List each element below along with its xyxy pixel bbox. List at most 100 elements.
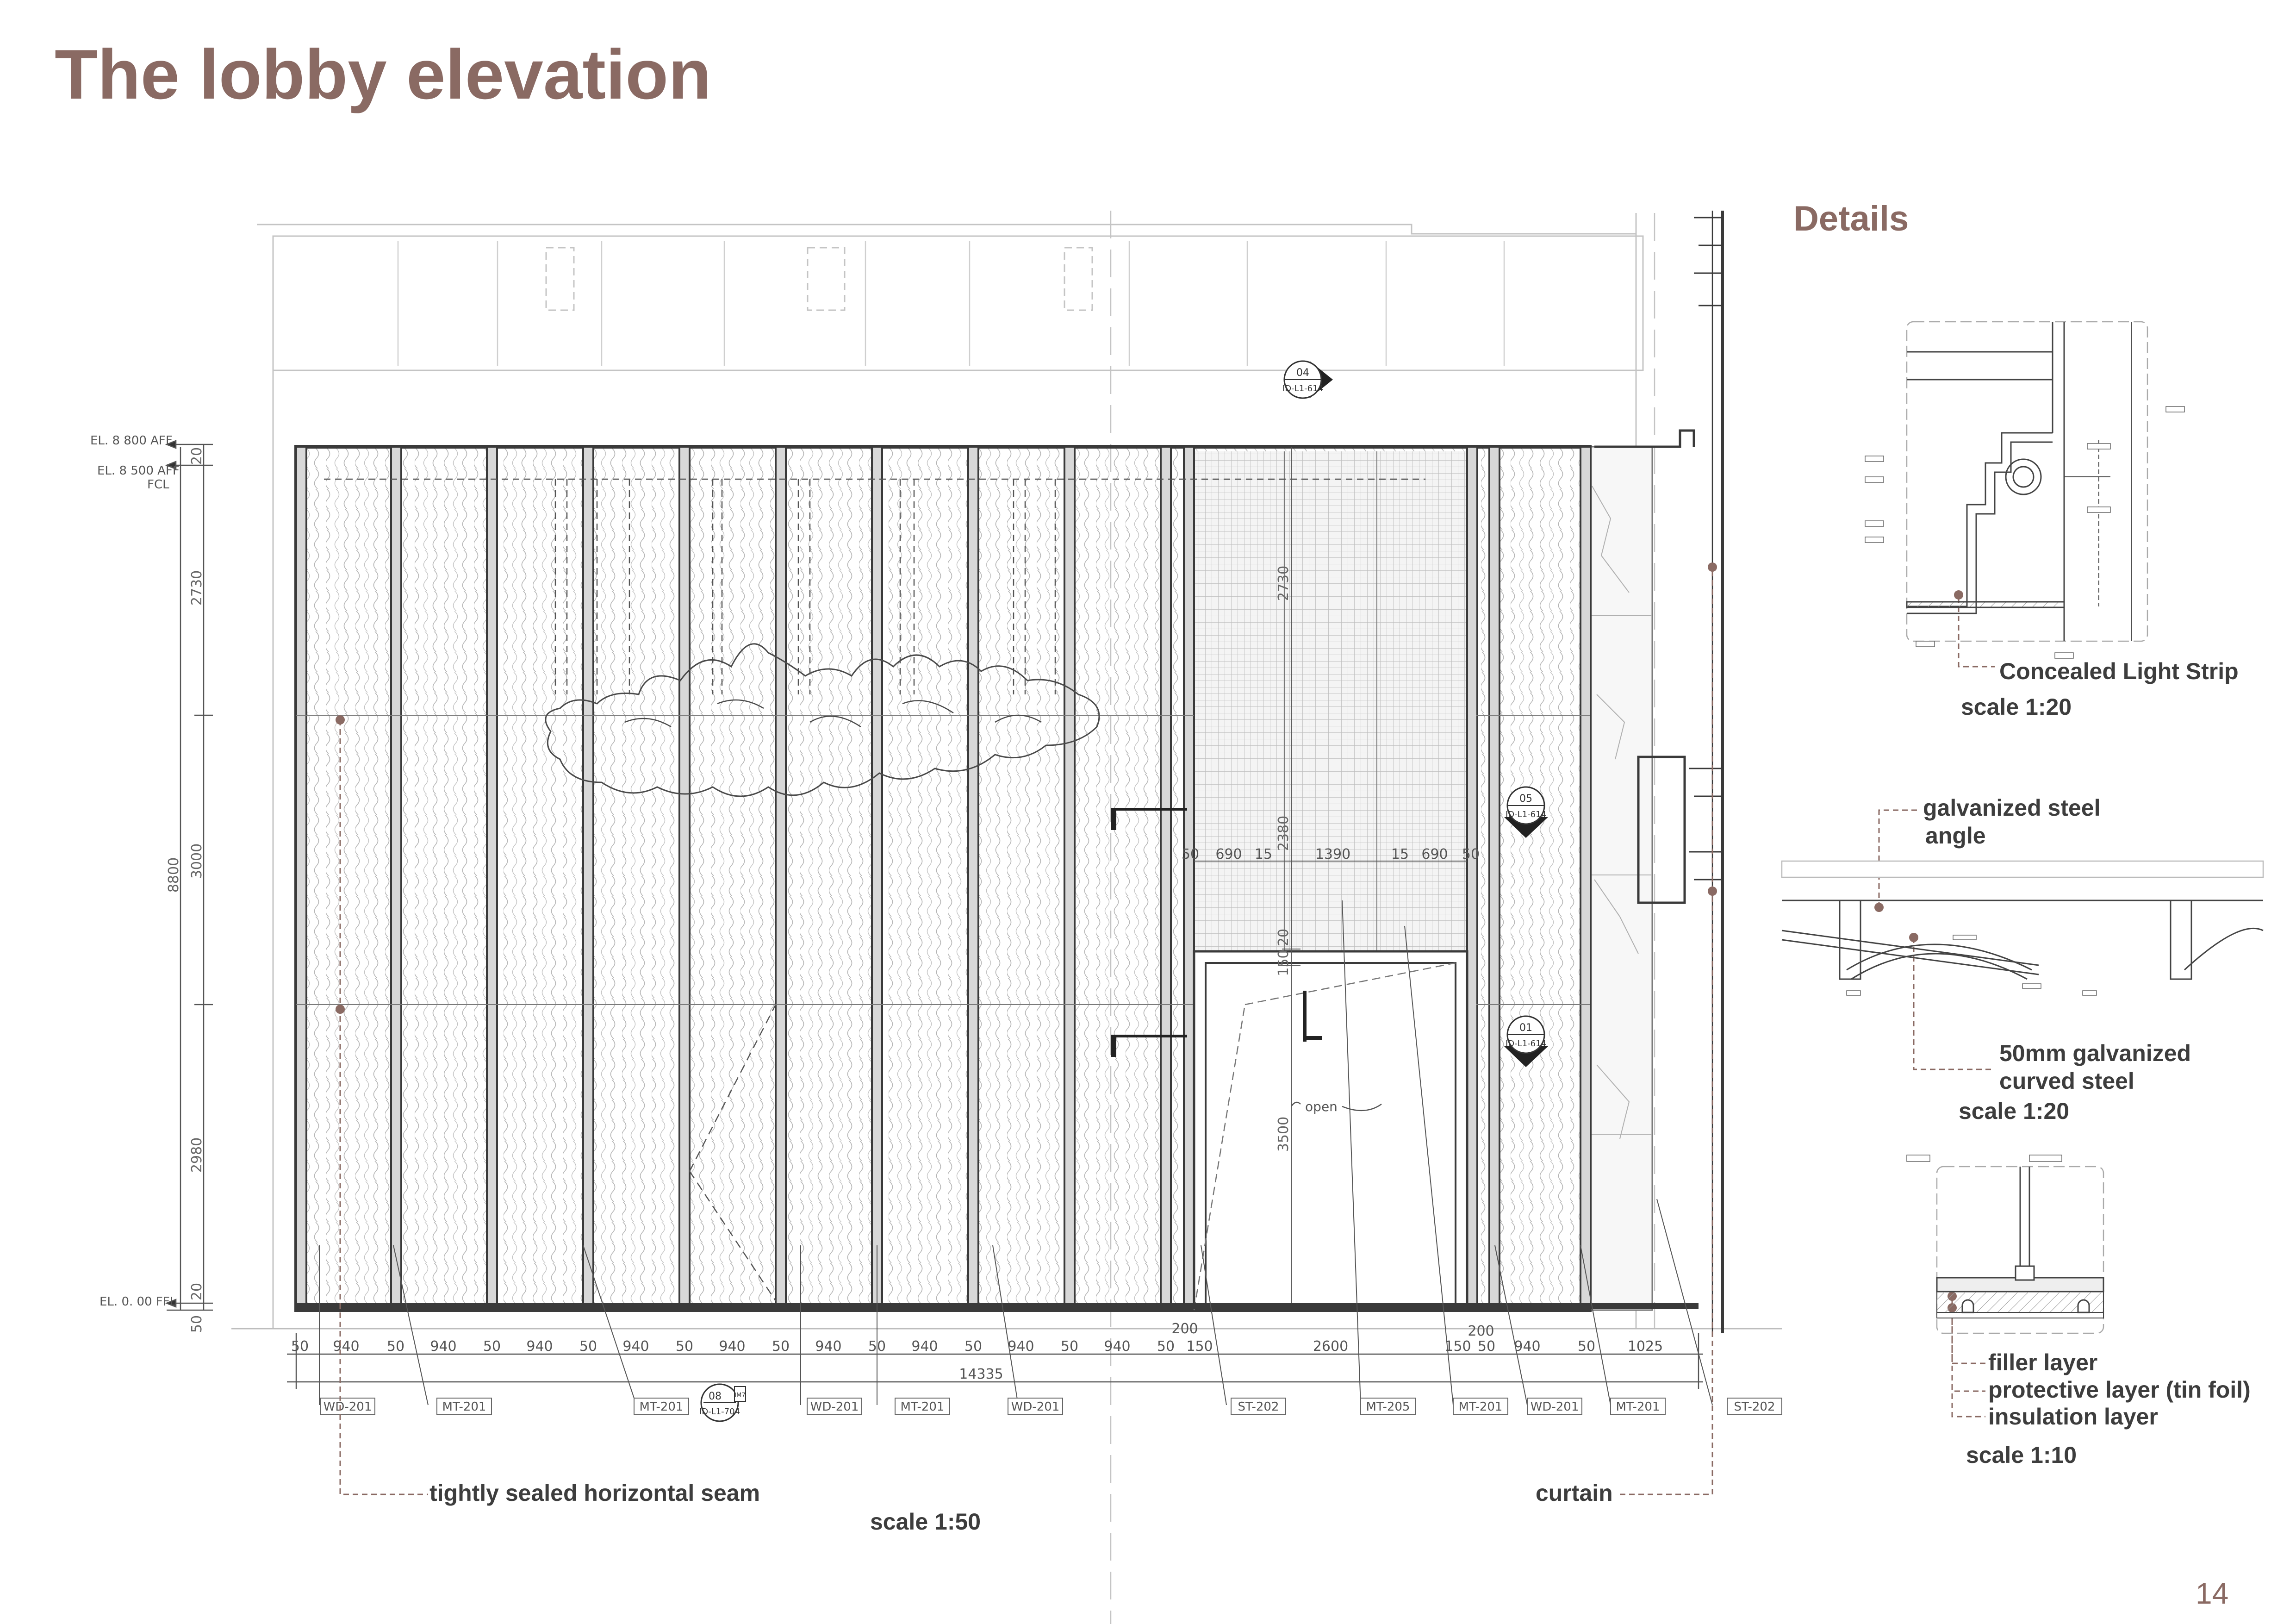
bottom-dim-22: 50 <box>1478 1338 1495 1355</box>
door-assembly: open <box>1193 950 1468 1312</box>
bottom-dim-6: 50 <box>579 1338 597 1355</box>
dim-left-3000: 3000 <box>189 843 205 879</box>
detail-1-label-light-strip: Concealed Light Strip <box>1999 658 2239 684</box>
dim-inner-150: 150 <box>1276 949 1292 976</box>
annotation-leaders <box>339 567 1995 1495</box>
section-marker-08: 08 IM7 ID-L1-704 <box>699 1383 746 1422</box>
material-tag-6: ST-202 <box>1238 1400 1279 1414</box>
door-dim-15-right: 15 <box>1391 846 1409 862</box>
detail-2-drawing <box>1781 860 2264 996</box>
door-dim-15-left: 15 <box>1255 846 1272 862</box>
level-label-ffl: EL. 0. 00 FFL <box>100 1295 177 1309</box>
floor-line <box>296 1303 1699 1309</box>
metal-strips <box>295 446 1592 1311</box>
door-dim-50-right: 50 <box>1462 846 1480 862</box>
detail-2-label-angle: angle <box>1925 823 1986 849</box>
detail-3-scale: scale 1:10 <box>1966 1442 2077 1468</box>
right-wall-section <box>1594 211 1724 1333</box>
level-label-aff-top: EL. 8 800 AFF <box>90 434 173 448</box>
section-marker-05: 05 ID-L1-614 <box>1504 786 1548 838</box>
detail-3-drawing <box>1906 1155 2104 1334</box>
bottom-dim-2: 50 <box>387 1338 404 1355</box>
bottom-dim-16: 50 <box>1061 1338 1078 1355</box>
material-tag-8: MT-201 <box>1459 1400 1503 1414</box>
stone-cladding <box>1589 446 1653 1311</box>
bottom-dim-4: 50 <box>483 1338 501 1355</box>
dim-left-2980: 2980 <box>189 1137 205 1173</box>
bottom-dim-7: 940 <box>622 1338 649 1355</box>
tree-canopy-detail <box>624 699 1042 728</box>
bottom-dim-13: 940 <box>911 1338 938 1355</box>
section-marker-05-ref: ID-L1-614 <box>1506 810 1546 819</box>
material-tag-7: MT-205 <box>1366 1400 1410 1414</box>
material-tag-3: WD-201 <box>810 1400 859 1414</box>
left-dimension-values: 20 2730 3000 2980 20 50 8800 <box>166 447 205 1333</box>
bottom-dim-11: 940 <box>815 1338 841 1355</box>
ceiling-panel-divisions <box>397 241 1505 366</box>
bottom-dim-1: 940 <box>333 1338 359 1355</box>
bottom-dim-3: 940 <box>430 1338 456 1355</box>
section-marker-04-ref: ID-L1-614 <box>1282 384 1323 394</box>
section-marker-08-ref: ID-L1-704 <box>699 1407 740 1417</box>
material-tag-0: WD-201 <box>324 1400 372 1414</box>
door-dim-50-left: 50 <box>1182 846 1199 862</box>
detail-3-label-filler-layer: filler layer <box>1988 1349 2098 1375</box>
material-tag-9: WD-201 <box>1531 1400 1579 1414</box>
mosaic-panel <box>1194 451 1467 951</box>
dim-inner-2730: 2730 <box>1276 566 1292 601</box>
left-level-labels: EL. 8 800 AFF EL. 8 500 AFF FCL EL. 0. 0… <box>90 434 180 1309</box>
annotation-curtain: curtain <box>1536 1480 1613 1506</box>
dim-inner-3500: 3500 <box>1276 1117 1292 1152</box>
section-marker-01: 01 ID-L1-614 <box>1504 1015 1548 1067</box>
left-dimension-lines <box>165 440 213 1311</box>
level-label-fcl: FCL <box>147 478 169 492</box>
elevation-scale: scale 1:50 <box>870 1509 981 1535</box>
detail-1-scale: scale 1:20 <box>1961 694 2072 720</box>
total-width-dim: 14335 <box>959 1366 1003 1382</box>
bottom-dim-23: 940 <box>1514 1338 1540 1355</box>
level-label-aff-fcl: EL. 8 500 AFF <box>97 464 180 478</box>
bottom-dim-200-left: 200 <box>1171 1321 1198 1337</box>
bottom-dim-25: 1025 <box>1628 1338 1663 1355</box>
door-dim-1390: 1390 <box>1315 846 1350 862</box>
material-tag-leaders <box>319 900 1713 1405</box>
bottom-dim-20: 2600 <box>1313 1338 1348 1355</box>
section-marker-08-side: IM7 <box>734 1392 745 1399</box>
hidden-door-outline <box>689 1004 777 1301</box>
bottom-dim-200-right: 200 <box>1468 1323 1494 1339</box>
bottom-dim-5: 940 <box>526 1338 553 1355</box>
stone-cladding-veins <box>1590 486 1652 1139</box>
page-title: The lobby elevation <box>55 35 711 114</box>
section-marker-08-number: 08 <box>709 1391 722 1402</box>
bottom-dimension-values: 50 940 50 940 50 940 50 940 50 940 50 94… <box>291 1321 1663 1382</box>
bottom-dim-14: 50 <box>964 1338 982 1355</box>
bottom-dim-9: 940 <box>719 1338 745 1355</box>
dim-inner-2380: 2380 <box>1276 816 1292 851</box>
detail-3-label-insulation-layer: insulation layer <box>1988 1404 2158 1430</box>
section-marker-04: 04 ID-L1-614 <box>1282 360 1333 399</box>
bottom-dim-19: 150 <box>1186 1338 1213 1355</box>
bottom-dim-21: 150 <box>1444 1338 1471 1355</box>
inner-dimension-values: 2730 2380 150 20 3500 <box>1276 566 1292 1152</box>
door-dim-690-right: 690 <box>1421 846 1448 862</box>
bottom-dim-8: 50 <box>676 1338 693 1355</box>
detail-3-label-protective-layer: protective layer (tin foil) <box>1988 1377 2251 1403</box>
material-tag-1: MT-201 <box>442 1400 486 1414</box>
detail-2-label-galvanized-steel: galvanized steel <box>1923 795 2101 821</box>
material-tag-10: MT-201 <box>1616 1400 1660 1414</box>
bottom-dim-18: 50 <box>1157 1338 1175 1355</box>
bottom-dim-10: 50 <box>772 1338 790 1355</box>
material-tag-5: WD-201 <box>1011 1400 1060 1414</box>
bottom-dim-0: 50 <box>291 1338 309 1355</box>
bottom-dim-15: 940 <box>1008 1338 1034 1355</box>
bottom-dim-24: 50 <box>1578 1338 1595 1355</box>
horizontal-seams <box>296 451 1590 1005</box>
dim-left-20-bottom: 20 <box>189 1283 205 1300</box>
details-heading: Details <box>1793 199 1909 238</box>
concealed-light-lines <box>324 478 1425 694</box>
section-cut-marks <box>1111 808 1187 1057</box>
material-tags: WD-201 MT-201 MT-201 WD-201 MT-201 WD-20… <box>320 1398 1782 1415</box>
dim-left-2730: 2730 <box>189 570 205 606</box>
